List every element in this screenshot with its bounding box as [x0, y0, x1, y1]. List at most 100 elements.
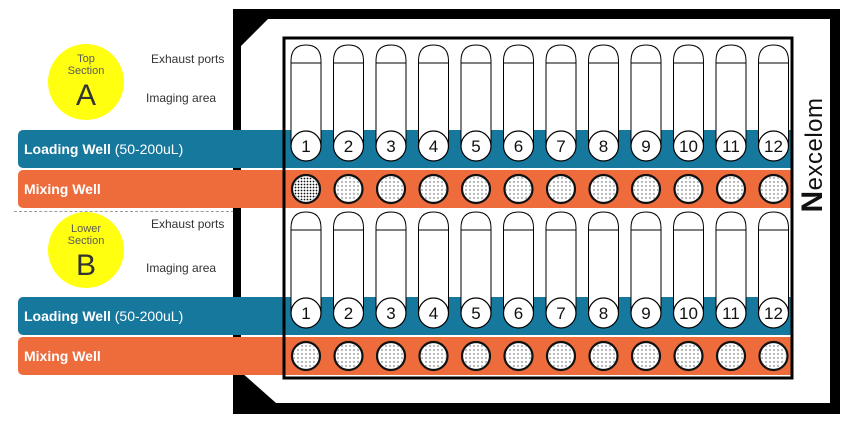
top-exhaust-ports-label: Exhaust ports — [151, 52, 225, 66]
top-mixing-well-dots-11 — [718, 176, 744, 202]
lower-mixing-well-bar: Mixing Well — [18, 337, 232, 375]
top-imaging-area-label: Imaging area — [146, 91, 217, 105]
top-loading-well-11 — [715, 130, 747, 162]
top-imaging-channel-9 — [630, 44, 662, 146]
lower-loading-well-9 — [630, 297, 662, 329]
lower-mixing-well-dots-3 — [378, 343, 404, 369]
top-mixing-well-dots-9 — [633, 176, 659, 202]
top-mixing-well-dots-12 — [761, 176, 786, 202]
lower-loading-well-2 — [332, 297, 365, 329]
lower-loading-well-number-11: 11 — [722, 304, 740, 323]
lower-loading-well-3 — [375, 297, 407, 329]
lower-imaging-channel-11 — [715, 211, 747, 313]
lower-loading-well-title: Loading Well — [24, 308, 111, 324]
top-mixing-well-title: Mixing Well — [24, 181, 101, 197]
lower-loading-well-number-3: 3 — [386, 304, 395, 323]
top-loading-well-number-2: 2 — [344, 137, 353, 156]
top-imaging-channel-2 — [333, 44, 364, 146]
top-loading-well-number-10: 10 — [679, 137, 698, 156]
lower-imaging-channel-10 — [673, 211, 704, 313]
top-imaging-channel-5 — [460, 44, 492, 146]
top-loading-well-number-12: 12 — [764, 137, 783, 156]
lower-loading-well-number-8: 8 — [599, 304, 608, 323]
top-imaging-channel-6 — [503, 44, 534, 146]
lower-loading-well-bar: Loading Well (50-200uL) — [18, 297, 232, 335]
top-loading-well-number-11: 11 — [722, 137, 740, 156]
top-mixing-well-bar: Mixing Well — [18, 170, 232, 208]
lower-mixing-well-dots-9 — [633, 343, 659, 369]
top-loading-well-12 — [757, 130, 790, 162]
top-imaging-channel-12 — [758, 44, 789, 146]
lower-section-caption-line1: Lower — [71, 223, 101, 235]
lower-mixing-well-dots-4 — [421, 343, 446, 369]
top-imaging-channel-1 — [290, 44, 322, 146]
top-imaging-channel-4 — [418, 44, 449, 146]
top-loading-well-1 — [290, 130, 322, 162]
top-section-letter: A — [75, 79, 96, 112]
lower-loading-well-number-6: 6 — [514, 304, 523, 323]
top-loading-well-7 — [545, 130, 577, 162]
top-loading-well-number-9: 9 — [641, 137, 650, 156]
lower-mixing-well-dots-8 — [591, 343, 616, 369]
lower-mixing-well-dots-7 — [548, 343, 574, 369]
top-loading-well-number-4: 4 — [429, 137, 438, 156]
lower-section-caption-line2: Section — [67, 235, 105, 247]
lower-mixing-well-dots-1 — [293, 343, 319, 369]
top-imaging-channel-10 — [673, 44, 704, 146]
lower-imaging-channel-3 — [375, 211, 407, 313]
chamber-border — [282, 36, 794, 380]
lower-loading-well-7 — [545, 297, 577, 329]
top-loading-well-10 — [672, 130, 705, 162]
lower-loading-well-10 — [672, 297, 705, 329]
lower-loading-well-12 — [757, 297, 790, 329]
lower-loading-well-4 — [417, 297, 450, 329]
nexcelom-logo: Nexcelom — [796, 97, 829, 213]
top-mixing-well-dots-10 — [676, 176, 701, 202]
top-section-caption-line1: Top — [77, 53, 95, 65]
top-loading-well-9 — [630, 130, 662, 162]
top-loading-well-title: Loading Well — [24, 141, 111, 157]
lower-loading-well-number-5: 5 — [471, 304, 480, 323]
lower-mixing-well-dots-11 — [718, 343, 744, 369]
lower-imaging-channel-4 — [418, 211, 449, 313]
top-loading-well-8 — [587, 130, 620, 162]
top-loading-well-bar: Loading Well (50-200uL) — [18, 130, 232, 168]
lower-loading-well-8 — [587, 297, 620, 329]
top-mixing-well-dots-7 — [548, 176, 574, 202]
lower-loading-well-number-9: 9 — [641, 304, 650, 323]
lower-loading-well-11 — [715, 297, 747, 329]
top-section-caption-line2: Section — [67, 65, 105, 77]
lower-loading-well-6 — [502, 297, 535, 329]
lower-loading-well-number-2: 2 — [344, 304, 353, 323]
lower-mixing-well-dots-10 — [676, 343, 701, 369]
top-mixing-well-dots-5 — [463, 176, 489, 202]
lower-mixing-well-dots-2 — [336, 343, 361, 369]
top-mixing-well-dots-8 — [591, 176, 616, 202]
lower-imaging-channel-2 — [333, 211, 364, 313]
section-divider — [14, 211, 244, 212]
lower-mixing-well-dots-12 — [761, 343, 786, 369]
lower-loading-well-volume: (50-200uL) — [110, 308, 184, 324]
top-loading-well-3 — [375, 130, 407, 162]
lower-imaging-channel-6 — [503, 211, 534, 313]
lower-loading-well-number-1: 1 — [301, 304, 310, 323]
lower-section-badge: Lower Section B — [48, 212, 124, 288]
top-imaging-channel-7 — [545, 44, 577, 146]
top-loading-well-5 — [460, 130, 492, 162]
lower-imaging-channel-12 — [758, 211, 789, 313]
lower-mixing-well-dots-5 — [463, 343, 489, 369]
lower-mixing-well-title: Mixing Well — [24, 348, 101, 364]
top-imaging-channel-11 — [715, 44, 747, 146]
top-loading-well-volume: (50-200uL) — [110, 141, 184, 157]
top-loading-well-6 — [502, 130, 535, 162]
top-mixing-well-dots-1 — [293, 176, 319, 202]
lower-loading-well-number-12: 12 — [764, 304, 783, 323]
top-loading-well-2 — [332, 130, 365, 162]
top-mixing-well-dots-4 — [421, 176, 446, 202]
top-loading-well-number-5: 5 — [471, 137, 480, 156]
top-mixing-well-dots-3 — [378, 176, 404, 202]
lower-loading-well-1 — [290, 297, 322, 329]
top-section-badge: Top Section A — [48, 44, 124, 120]
